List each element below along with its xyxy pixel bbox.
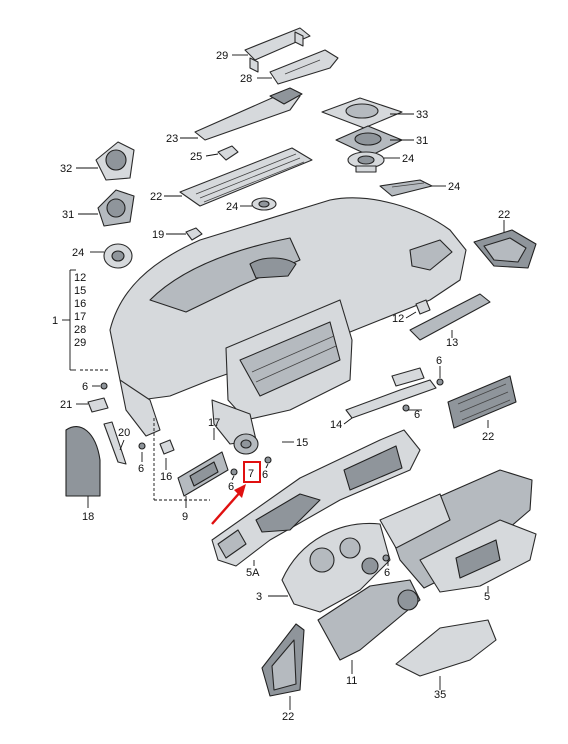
callout-6f: 6 — [262, 469, 268, 481]
callout-20: 20 — [118, 427, 130, 439]
vent-22-right — [473, 229, 537, 269]
defroster-vent-22 — [179, 147, 313, 207]
callout-18: 18 — [82, 511, 94, 523]
callout-7: 7 — [248, 468, 254, 480]
callout-23: 23 — [166, 133, 178, 145]
callout-6c-right: 6 — [414, 409, 420, 421]
callout-35: 35 — [434, 689, 446, 701]
callout-15b: 15 — [296, 437, 308, 449]
callout-19: 19 — [152, 229, 164, 241]
callout-28b: 28 — [74, 324, 86, 336]
instrument-panel-3 — [281, 522, 391, 613]
rod-20 — [103, 421, 127, 465]
trim-13 — [409, 293, 491, 341]
light-switch-7 — [233, 433, 259, 455]
speaker-cover-33 — [321, 97, 403, 129]
callout-24d: 24 — [72, 247, 84, 259]
callout-9: 9 — [182, 511, 188, 523]
highlight-arrow — [211, 484, 246, 525]
button-21 — [87, 397, 109, 413]
callout-24a: 24 — [402, 153, 414, 165]
trim-5A — [211, 429, 421, 567]
speaker-24-mid — [251, 197, 277, 211]
callout-33: 33 — [416, 109, 428, 121]
clip-12 — [415, 299, 431, 315]
speaker-grille-31-left — [97, 189, 135, 227]
callout-29b: 29 — [74, 337, 86, 349]
callout-6d: 6 — [138, 463, 144, 475]
callout-22a: 22 — [150, 191, 162, 203]
callout-6e: 6 — [228, 481, 234, 493]
callout-28: 28 — [240, 73, 252, 85]
callout-1: 1 — [52, 315, 58, 327]
speaker-grille-31 — [335, 125, 403, 157]
callout-15a: 15 — [74, 285, 86, 297]
callout-22c: 22 — [482, 431, 494, 443]
speaker-24-left — [103, 243, 133, 269]
column-cover-35 — [395, 619, 497, 677]
vent-22-center — [447, 375, 517, 429]
dashboard-body — [109, 197, 467, 445]
callout-31b: 31 — [62, 209, 74, 221]
leader-lines — [62, 54, 505, 710]
callout-16b: 16 — [160, 471, 172, 483]
clip-25 — [217, 145, 239, 161]
callout-6g: 6 — [384, 567, 390, 579]
panel-right-lower — [419, 519, 537, 593]
callout-5: 5 — [484, 591, 490, 603]
speaker-cover-32 — [95, 141, 135, 181]
callout-14: 14 — [330, 419, 342, 431]
callout-31a: 31 — [416, 135, 428, 147]
callout-24c: 24 — [226, 201, 238, 213]
callout-12b: 12 — [392, 313, 404, 325]
cover-11 — [317, 579, 421, 661]
callout-32: 32 — [60, 163, 72, 175]
callout-24b: 24 — [448, 181, 460, 193]
bracket-14 — [345, 367, 437, 419]
callout-21: 21 — [60, 399, 72, 411]
callout-labels: 29 28 33 23 31 25 24 32 24 22 24 22 31 1… — [52, 50, 510, 723]
callout-11: 11 — [346, 675, 357, 687]
trim-strip-23 — [194, 87, 303, 141]
side-vent-24-right — [379, 179, 433, 197]
switch-module-9 — [177, 451, 229, 497]
callout-6b: 6 — [82, 381, 88, 393]
side-panel-18 — [65, 425, 101, 497]
screws — [100, 378, 444, 562]
bracket-29 — [244, 27, 311, 73]
callout-29: 29 — [216, 50, 228, 62]
callout-16a: 16 — [74, 298, 86, 310]
callout-25: 25 — [190, 151, 202, 163]
callout-13: 13 — [446, 337, 458, 349]
callout-5A: 5A — [246, 567, 260, 579]
callout-3: 3 — [256, 591, 262, 603]
part-16 — [159, 439, 175, 455]
callout-22b: 22 — [498, 209, 510, 221]
speaker-24-center — [347, 151, 385, 173]
callout-6a: 6 — [436, 355, 442, 367]
bracket-28 — [269, 49, 339, 85]
highlight-callout-7[interactable]: 7 — [243, 461, 261, 483]
vent-22-bottom — [261, 623, 305, 697]
callout-22d: 22 — [282, 711, 294, 723]
callout-12a: 12 — [74, 272, 86, 284]
sensor-19 — [185, 227, 203, 241]
callout-17a: 17 — [74, 311, 86, 323]
callout-17b: 17 — [208, 417, 220, 429]
